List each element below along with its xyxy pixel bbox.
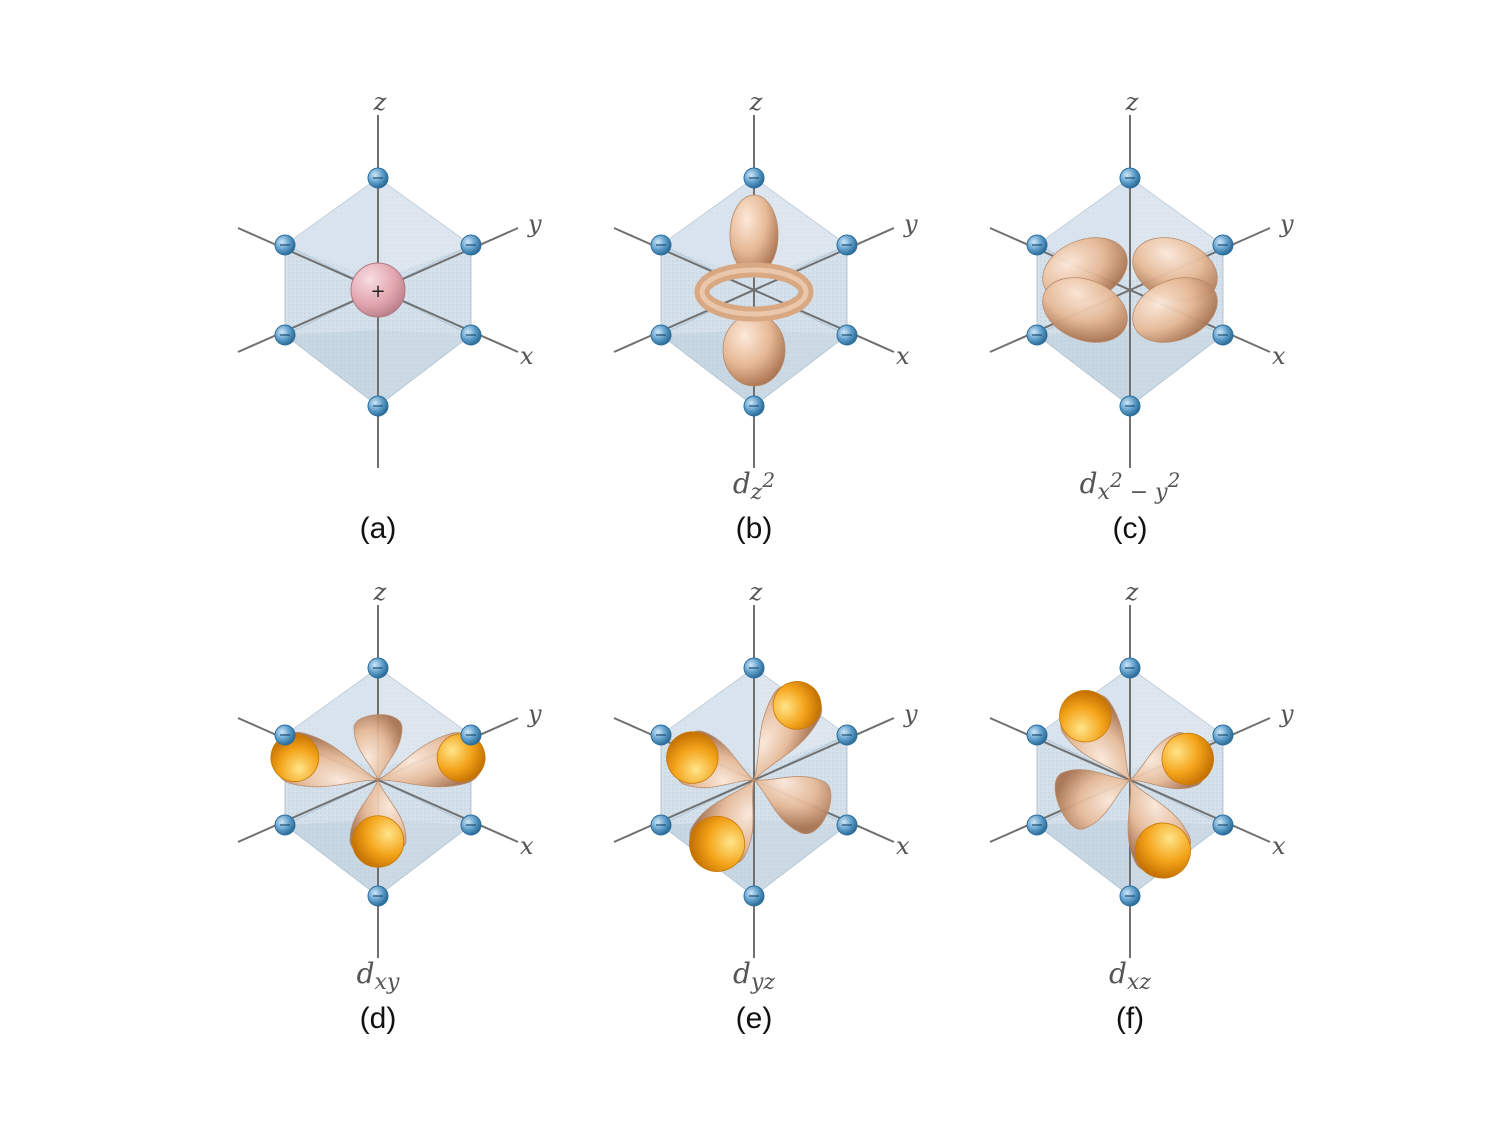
dxz-lobe-lower-right-tip xyxy=(1134,822,1191,879)
x-axis-label: x xyxy=(1272,832,1286,860)
orbital-symbol: dxz xyxy=(1109,957,1151,995)
octahedron-face-upper-left xyxy=(285,178,378,280)
panel-label-a: (a) xyxy=(360,512,397,545)
octahedron-face-upper-right xyxy=(378,668,471,770)
panel-label-f: (f) xyxy=(1116,1002,1144,1035)
octahedron-face-lower-right xyxy=(378,330,471,406)
y-axis-label: y xyxy=(527,700,542,728)
dyz-lobe-upper-right xyxy=(753,681,822,781)
orbital-d: d xyxy=(1109,957,1127,990)
center-sign: + xyxy=(370,281,385,302)
x-axis-label: x xyxy=(1272,342,1286,370)
s-orbital xyxy=(350,262,406,318)
orbital-superscript: 2 xyxy=(761,468,775,492)
dyz-lobe-right-body xyxy=(752,776,832,835)
y-axis-label: y xyxy=(527,210,542,238)
dxy-lobe-front-tip xyxy=(351,815,405,868)
orbital-superscript: 2 xyxy=(1109,468,1123,492)
dxz-lobe-left-body xyxy=(1054,769,1132,830)
x-axis-label: x xyxy=(896,342,910,370)
octahedron-face-upper-left xyxy=(661,178,754,280)
dxz-lobe-right xyxy=(1128,732,1214,790)
octahedron-face-lower-left xyxy=(1037,330,1130,406)
dyz-lobe-left xyxy=(666,730,756,789)
orbital-d: d xyxy=(1080,467,1098,500)
panel-f: z y x dxz (f) xyxy=(989,578,1294,1035)
dxy-lobe-front xyxy=(349,778,407,868)
dyz-lobe-lower-left-tip xyxy=(689,815,746,872)
z-axis-label: z xyxy=(749,88,763,116)
orbital-symbol: dyz xyxy=(733,957,775,995)
dxy-lobe-back xyxy=(353,714,403,782)
dx2y2-lobe-lower-left xyxy=(1042,277,1128,343)
dz2-torus-highlight xyxy=(699,267,809,317)
dxy-lobe-left-tip xyxy=(270,733,320,783)
orbital-subscript: xz xyxy=(1127,970,1151,995)
octahedron-face-lower-right xyxy=(1130,330,1223,406)
z-axis-label: z xyxy=(749,578,763,606)
orbital-symbol: dz2 xyxy=(733,467,775,505)
dxy-lobe-back-body xyxy=(353,714,403,782)
orbital-subscript: z xyxy=(750,480,763,505)
orbital-d: d xyxy=(357,957,375,990)
dxz-lobe-lower-right xyxy=(1127,778,1191,879)
dxz-lobe-left xyxy=(1054,769,1132,830)
orbital-superscript-2: 2 xyxy=(1167,468,1181,492)
dx2y2-lobe-lower-right xyxy=(1132,277,1218,343)
x-axis-label: x xyxy=(520,832,534,860)
dxz-lobe-right-tip xyxy=(1161,732,1214,786)
orbital-subscript: x xyxy=(1098,480,1111,505)
panel-label-d: (d) xyxy=(360,1002,397,1035)
y-axis-label: y xyxy=(903,210,918,238)
octahedron-face-lower-left xyxy=(1037,820,1130,896)
dxz-lobe-upper-left-tip xyxy=(1059,690,1112,743)
dxz-lobe-upper-left xyxy=(1059,690,1131,782)
dyz-lobe-left-tip xyxy=(666,731,719,784)
orbital-subscript-2: − y xyxy=(1123,480,1168,505)
y-axis-label: y xyxy=(1279,700,1294,728)
z-axis-label: z xyxy=(1125,578,1139,606)
dxy-lobe-right xyxy=(377,732,486,788)
octahedron-face-lower-right xyxy=(754,820,847,896)
panel-d: z y x dxy (d) xyxy=(237,578,542,1035)
y-axis-label: y xyxy=(1279,210,1294,238)
x-axis-label: x xyxy=(896,832,910,860)
octahedron-face-upper-right xyxy=(754,178,847,280)
dyz-lobe-upper-right-tip xyxy=(772,681,822,730)
octahedron-face-upper-left xyxy=(285,668,378,770)
octahedron-face-upper-right xyxy=(1130,668,1223,770)
dz2-lower-lobe xyxy=(722,313,786,387)
orbital-symbol: dxy xyxy=(357,957,400,995)
orbital-d: d xyxy=(733,957,751,990)
orbital-subscript: xy xyxy=(375,970,400,995)
dxy-lobe-right-tip xyxy=(436,733,486,783)
orbital-symbol: dx2 − y2 xyxy=(1080,467,1181,505)
panel-label-b: (b) xyxy=(736,512,773,545)
octahedron-face-lower-left xyxy=(285,330,378,406)
z-axis-label: z xyxy=(1125,88,1139,116)
x-axis-label: x xyxy=(520,342,534,370)
panel-label-c: (c) xyxy=(1113,512,1148,545)
orbital-d: d xyxy=(733,467,751,500)
y-axis-label: y xyxy=(903,700,918,728)
z-axis-label: z xyxy=(373,578,387,606)
panel-a: + z y x (a) xyxy=(237,88,542,545)
panel-label-e: (e) xyxy=(736,1002,773,1035)
octahedron-face-upper-left xyxy=(661,668,754,770)
orbital-subscript: yz xyxy=(750,970,775,995)
octahedron-face-upper-right xyxy=(378,178,471,280)
z-axis-label: z xyxy=(373,88,387,116)
dyz-lobe-lower-left xyxy=(689,778,755,872)
panel-e: z y x dyz (e) xyxy=(613,578,918,1035)
dxy-lobe-left xyxy=(270,731,379,788)
dyz-lobe-right xyxy=(752,776,832,835)
